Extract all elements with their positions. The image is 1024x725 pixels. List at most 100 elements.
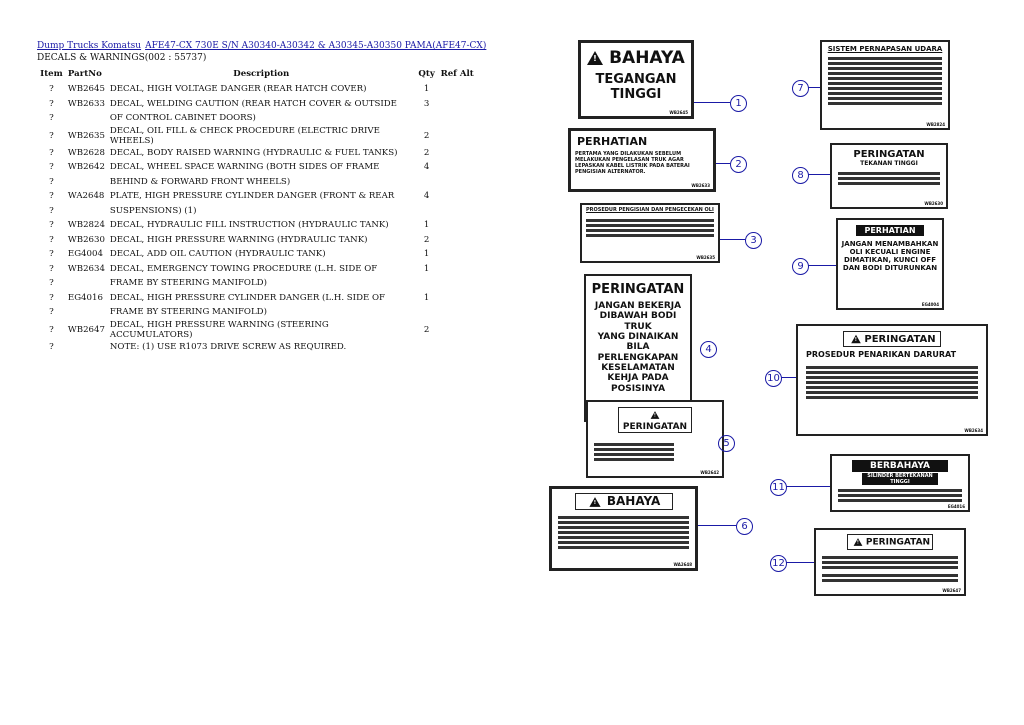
callout-7[interactable]: 7 xyxy=(792,80,809,97)
decal-subtitle: PROSEDUR PENARIKAN DARURAT xyxy=(806,350,957,359)
row-partno: WB2628 xyxy=(67,147,105,158)
callout-5[interactable]: 5 xyxy=(718,435,735,452)
row-partno: WB2635 xyxy=(67,130,105,141)
row-ref-alt xyxy=(439,160,477,175)
row-partno: WA2648 xyxy=(67,191,105,202)
row-qty: 1 xyxy=(423,84,430,95)
decal-text-block xyxy=(816,550,964,582)
decal-cylinder-danger: BERBAHAYA SILINDER BERTEKANAN TINGGI EG4… xyxy=(830,454,970,512)
row-item: ? xyxy=(49,324,54,335)
breadcrumb-link-category[interactable]: Dump Trucks Komatsu xyxy=(37,41,142,51)
warning-icon xyxy=(851,334,862,344)
callout-9[interactable]: 9 xyxy=(792,258,809,275)
callout-10[interactable]: 10 xyxy=(765,370,782,387)
decal-steering-accumulator: PERINGATAN WB2647 xyxy=(814,528,966,596)
table-row: ?SUSPENSIONS) (1) xyxy=(37,204,477,219)
row-qty: 1 xyxy=(423,220,430,231)
row-ref-alt xyxy=(439,247,477,262)
row-qty xyxy=(415,340,439,355)
callout-12[interactable]: 12 xyxy=(770,555,787,572)
row-ref-alt xyxy=(439,262,477,277)
warning-icon xyxy=(650,411,660,419)
row-partno: WB2630 xyxy=(67,234,105,245)
decal-text-block xyxy=(552,510,695,549)
decal-line: POSISINYA xyxy=(610,383,666,394)
decal-text-block xyxy=(588,433,680,461)
row-item: ? xyxy=(49,84,54,95)
callout-6[interactable]: 6 xyxy=(736,518,753,535)
decal-line: JANGAN BEKERJA xyxy=(594,301,682,311)
decal-line: KEHJA PADA xyxy=(607,373,669,384)
callout-11[interactable]: 11 xyxy=(770,479,787,496)
decal-subtitle: SILINDER BERTEKANAN TINGGI xyxy=(862,473,938,485)
row-ref-alt xyxy=(439,305,477,320)
row-qty xyxy=(415,276,439,291)
row-ref-alt xyxy=(439,97,477,112)
row-description: DECAL, WELDING CAUTION (REAR HATCH COVER… xyxy=(109,98,397,109)
row-qty xyxy=(415,204,439,219)
parts-table: Item PartNo Description Qty Ref Alt ?WB2… xyxy=(37,66,477,354)
table-row: ?FRAME BY STEERING MANIFOLD) xyxy=(37,276,477,291)
callout-4[interactable]: 4 xyxy=(700,341,717,358)
decal-title: PERINGATAN xyxy=(591,282,685,297)
decal-partno: WB2642 xyxy=(700,470,719,475)
row-partno: WB2645 xyxy=(67,84,105,95)
row-description: OF CONTROL CABINET DOORS) xyxy=(109,113,256,124)
decal-title: SISTEM PERNAPASAN UDARA xyxy=(827,45,943,53)
col-description: Description xyxy=(233,69,290,79)
breadcrumb-link-model[interactable]: AFE47-CX 730E S/N A30340-A30342 & A30345… xyxy=(145,41,487,51)
decal-title: PERHATIAN xyxy=(864,226,916,235)
col-ref-alt: Ref Alt xyxy=(439,66,477,82)
table-row: ?NOTE: (1) USE R1073 DRIVE SCREW AS REQU… xyxy=(37,340,477,355)
decal-partno: EG4016 xyxy=(947,504,965,509)
row-item: ? xyxy=(49,341,54,352)
decal-partno: WB2635 xyxy=(696,255,715,260)
decal-title: PROSEDUR PENGISIAN DAN PENGECEKAN OLI xyxy=(586,207,714,213)
decal-line: DIBAWAH BODI TRUK xyxy=(599,311,677,332)
decal-line: KESELAMATAN xyxy=(601,363,675,374)
row-ref-alt xyxy=(439,126,477,146)
row-qty xyxy=(415,111,439,126)
row-description: DECAL, ADD OIL CAUTION (HYDRAULIC TANK) xyxy=(109,249,326,260)
decal-oil-fill: PROSEDUR PENGISIAN DAN PENGECEKAN OLI WB… xyxy=(580,203,720,263)
col-partno: PartNo xyxy=(67,69,102,79)
table-row: ? OF CONTROL CABINET DOORS) xyxy=(37,111,477,126)
row-partno: WB2634 xyxy=(67,263,105,274)
decal-line: DAN BODI DITURUNKAN xyxy=(842,264,938,273)
row-partno xyxy=(66,340,108,355)
row-description: DECAL, EMERGENCY TOWING PROCEDURE (L.H. … xyxy=(109,263,378,274)
decal-text-block xyxy=(582,215,718,241)
row-description: DECAL, HIGH PRESSURE WARNING (STEERING A… xyxy=(109,319,329,340)
row-item: ? xyxy=(49,292,54,303)
decal-partno: WB2630 xyxy=(924,201,943,206)
decal-text-block xyxy=(832,485,968,502)
decal-title: PERHATIAN xyxy=(577,135,648,148)
decal-body: PERTAMA YANG DILAKUKAN SEBELUM MELAKUKAN… xyxy=(575,151,690,175)
row-description: SUSPENSIONS) (1) xyxy=(109,205,197,216)
row-qty: 2 xyxy=(423,147,430,158)
row-item: ? xyxy=(49,113,54,124)
row-ref-alt xyxy=(439,233,477,248)
row-item: ? xyxy=(49,278,54,289)
row-ref-alt xyxy=(439,146,477,161)
callout-3[interactable]: 3 xyxy=(745,232,762,249)
callout-1[interactable]: 1 xyxy=(730,95,747,112)
callout-8[interactable]: 8 xyxy=(792,167,809,184)
decal-partno: WB2634 xyxy=(964,428,983,433)
callout-2[interactable]: 2 xyxy=(730,156,747,173)
row-item: ? xyxy=(49,263,54,274)
row-ref-alt xyxy=(439,82,477,97)
decal-title: BAHAYA xyxy=(606,494,661,508)
warning-icon xyxy=(589,496,601,507)
col-alt: Alt xyxy=(459,69,474,79)
decal-high-pressure-warning: PERINGATAN TEKANAN TINGGI WB2630 xyxy=(830,143,948,209)
decal-title: BAHAYA xyxy=(609,48,685,68)
row-partno xyxy=(66,111,108,126)
